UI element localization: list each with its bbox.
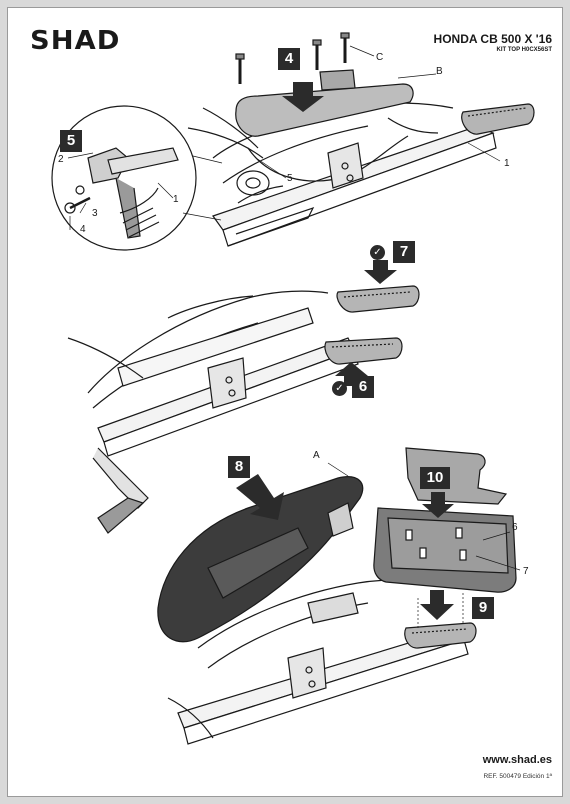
top-plate-part-B [235,69,414,137]
bottom-motorcycle-frame [167,579,469,745]
check-circle-icon: ✓ [332,381,347,396]
rear-grab-rail [461,103,535,135]
callout-1-inset: 1 [173,194,179,205]
step-8-badge: 8 [228,456,250,478]
instruction-page: SHAD HONDA CB 500 X '16 KIT TOP H0CX56ST [7,7,563,797]
step-10-badge: 10 [420,467,450,489]
step-9-badge: 9 [472,597,494,619]
callout-4-inset: 4 [80,224,86,235]
callout-C: C [376,52,384,63]
grab-rail-bottom-step9 [404,622,477,649]
step-7-badge: 7 [393,241,415,263]
arrow-down-step8 [236,474,284,520]
inset-detail-circle [51,105,197,251]
arrow-down-step7 [364,260,397,284]
callout-6-bottom: 6 [512,522,518,533]
middle-motorcycle-frame [67,290,359,534]
callout-1-top: 1 [504,158,510,169]
callout-3-inset: 3 [92,208,98,219]
arrow-down-step9 [420,590,454,620]
reference-number: REF. 500479 Edición 1ª [483,773,552,780]
callout-2-inset: 2 [58,154,64,165]
arrow-down-step4 [282,82,324,112]
arrow-down-step10 [422,492,454,518]
callout-5-top: 5 [287,173,293,184]
step-4-badge: 4 [278,48,300,70]
callout-7-bottom: 7 [523,566,529,577]
website-link[interactable]: www.shad.es [482,754,552,766]
callout-B: B [436,66,443,77]
model-title: HONDA CB 500 X '16 [433,32,552,46]
step-5-badge: 5 [60,130,82,152]
callout-A: A [313,450,320,461]
arrow-up-step6 [335,362,368,386]
top-case-plate [373,447,517,593]
step-6-badge: 6 [352,376,374,398]
check-circle-icon: ✓ [370,245,385,260]
grab-rail-top-step7 [336,285,420,313]
top-motorcycle-frame [187,102,497,247]
passenger-seat-part-A [157,476,364,643]
bolts-part-C [235,32,350,84]
brand-logo: SHAD [30,26,121,56]
kit-code: KIT TOP H0CX56ST [496,47,552,53]
assembly-illustrations [51,32,535,745]
grab-rail-bottom-step6 [324,337,403,365]
